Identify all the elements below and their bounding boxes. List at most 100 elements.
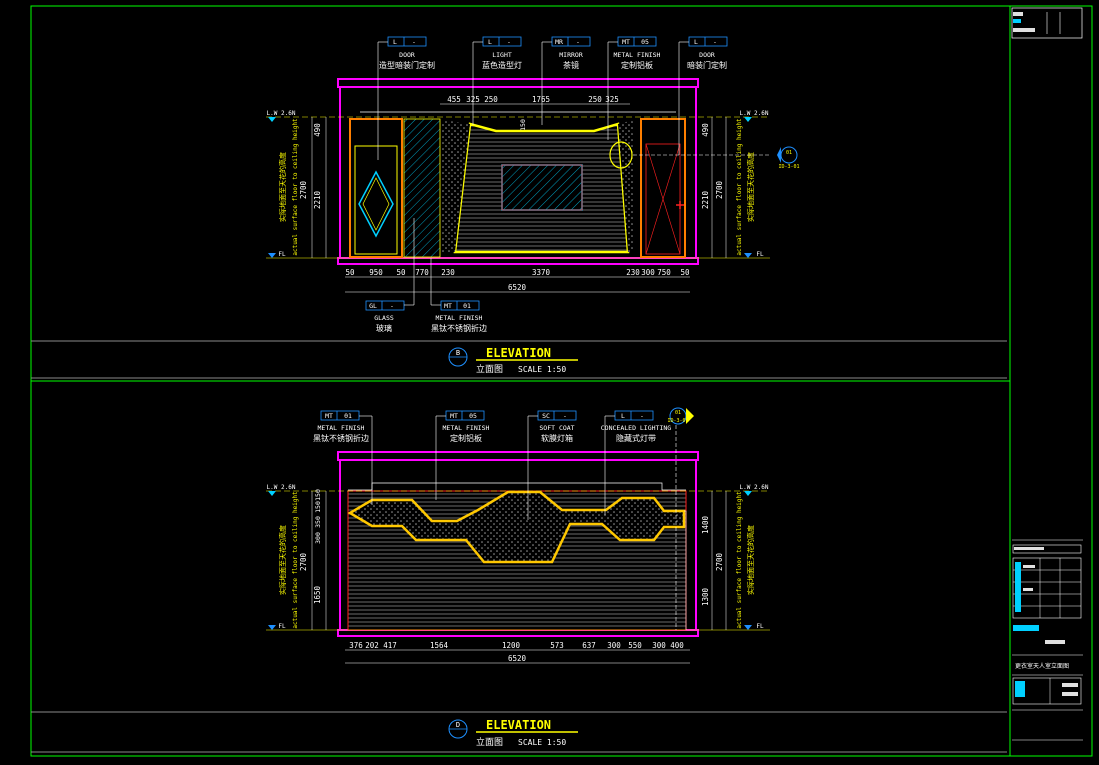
dim-label: 230	[441, 268, 455, 277]
callout-cn: 定制铝板	[450, 433, 482, 443]
ceiling-band	[337, 78, 699, 88]
callout-en: METAL FINISH	[443, 424, 490, 432]
dim-label: 50	[680, 268, 690, 277]
dim-label: 376	[349, 641, 363, 650]
callout-code: MT	[450, 412, 458, 420]
dim-label: 202	[365, 641, 379, 650]
dim-label: 2700	[299, 552, 308, 571]
dim-label: 1650	[313, 585, 322, 604]
dim-label: 50	[396, 268, 406, 277]
callout-cn: 蓝色造型灯	[482, 60, 522, 70]
level-bottom: FL	[278, 251, 286, 258]
callout-num: -	[412, 38, 416, 46]
dim-label: 300	[652, 641, 666, 650]
callout-en: LIGHT	[492, 51, 512, 59]
side-text-cn: 实际地面至天花的高度	[278, 525, 287, 595]
dim-label: 1300	[701, 587, 710, 606]
callout-en: METAL FINISH	[436, 314, 483, 322]
section-marker-d: 01 ID-3-01	[667, 407, 694, 630]
elevation-scale: SCALE 1:50	[518, 365, 566, 374]
level-top: L.W 2.6N	[267, 110, 296, 117]
dim-label: 3370	[532, 268, 551, 277]
dim-label: 2700	[715, 180, 724, 199]
callout-num: 01	[344, 412, 352, 420]
callout-cn: 软膜灯箱	[541, 433, 573, 443]
level-top: L.W 2.6N	[267, 484, 296, 491]
elevation-marker: D	[456, 721, 460, 729]
dim-label: 300	[641, 268, 655, 277]
elevation-title: ELEVATION	[486, 718, 551, 732]
floor-band	[337, 257, 699, 265]
side-text-en: actual surface floor to ceiling height	[292, 491, 299, 629]
bottom-dimensions-b: 50 950 50 770 230 3370 230 300 750 50 65…	[345, 268, 690, 293]
section-num: 01	[675, 410, 681, 416]
callout-code: SC	[542, 412, 550, 420]
dim-label: 150	[519, 119, 527, 131]
title-b: B ELEVATION 立面图 SCALE 1:50	[448, 346, 578, 375]
dim-label: 455	[447, 95, 461, 104]
callout-num: -	[563, 412, 567, 420]
callout-code: MT	[444, 302, 452, 310]
dim-label: 417	[383, 641, 397, 650]
top-dimensions-b: 455 325 250 1765 250 325 150	[440, 95, 630, 131]
elevation-marker: B	[456, 349, 460, 357]
callout-code: L	[621, 412, 625, 420]
dim-label: 750	[657, 268, 671, 277]
dim-label: 1400	[701, 515, 710, 534]
callout-cn: 黑钛不锈钢折边	[313, 433, 369, 443]
dim-label: 770	[415, 268, 429, 277]
dim-label: 573	[550, 641, 564, 650]
dim-total: 6520	[508, 283, 527, 292]
dim-label: 2700	[299, 180, 308, 199]
callout-en: GLASS	[374, 314, 394, 322]
dim-label: 2210	[701, 190, 710, 209]
section-num: 01	[786, 150, 792, 156]
callout-en: METAL FINISH	[318, 424, 365, 432]
title-d: D ELEVATION 立面图 SCALE 1:50	[448, 718, 578, 748]
callout-code: MT	[622, 38, 630, 46]
callout-num: 05	[641, 38, 649, 46]
elevation-d: MT 01 METAL FINISH 黑钛不锈钢折边 MT 05 METAL F…	[266, 407, 770, 748]
callout-cn: 造型暗装门定制	[379, 60, 435, 70]
callout-cn: 暗装门定制	[687, 60, 727, 70]
dim-label: 300	[607, 641, 621, 650]
elevation-subtitle: 立面图	[476, 363, 503, 375]
callout-num: -	[713, 38, 717, 46]
dim-label: 950	[369, 268, 383, 277]
callouts-top-b: L - DOOR 造型暗装门定制 L - LIGHT 蓝色造型灯 MR	[377, 36, 728, 160]
dim-total: 6520	[508, 654, 527, 663]
callout-cn: 黑钛不锈钢折边	[431, 323, 487, 333]
elevation-scale: SCALE 1:50	[518, 738, 566, 747]
side-dimensions-b: 490 2700 2210 490 2700 2210 实际地面至天花的高度 a…	[267, 110, 769, 258]
door-diamond-inlay	[358, 170, 394, 238]
callout-num: -	[390, 302, 394, 310]
callout-cn: 茶镜	[563, 60, 579, 70]
side-text-en: actual surface floor to ceiling height	[736, 118, 743, 256]
bottom-dimensions-d: 376 202 417 1564 1200 573 637 300 550 30…	[345, 641, 690, 664]
title-block: 更衣室天人室立面图	[1011, 7, 1083, 741]
callout-en: METAL FINISH	[614, 51, 661, 59]
dim-label: 150	[314, 489, 322, 501]
mirror-panel	[501, 164, 583, 211]
dim-label: 1765	[532, 95, 550, 104]
floor-band	[337, 629, 699, 637]
side-text-cn: 实际地面至天花的高度	[746, 152, 755, 222]
callout-cn: 玻璃	[376, 323, 392, 333]
level-top: L.W 2.6N	[740, 110, 769, 117]
callout-en: SOFT COAT	[539, 424, 574, 432]
dim-label: 250	[588, 95, 602, 104]
dim-label: 50	[345, 268, 355, 277]
callout-en: DOOR	[699, 51, 715, 59]
ceiling-band	[337, 451, 699, 461]
callouts-bottom-b: GL - GLASS 玻璃 MT 01 METAL FINISH 黑钛不锈钢折边	[365, 218, 487, 333]
soft-coat-lightbox	[347, 490, 686, 564]
drawing-name: 更衣室天人室立面图	[1015, 662, 1069, 670]
side-text-en: actual surface floor to ceiling height	[736, 491, 743, 629]
dim-label: 550	[628, 641, 642, 650]
dim-label: 350	[314, 516, 322, 528]
dim-label: 1200	[502, 641, 521, 650]
level-bottom: FL	[756, 623, 764, 630]
callout-code: MT	[325, 412, 333, 420]
right-door	[640, 118, 686, 258]
